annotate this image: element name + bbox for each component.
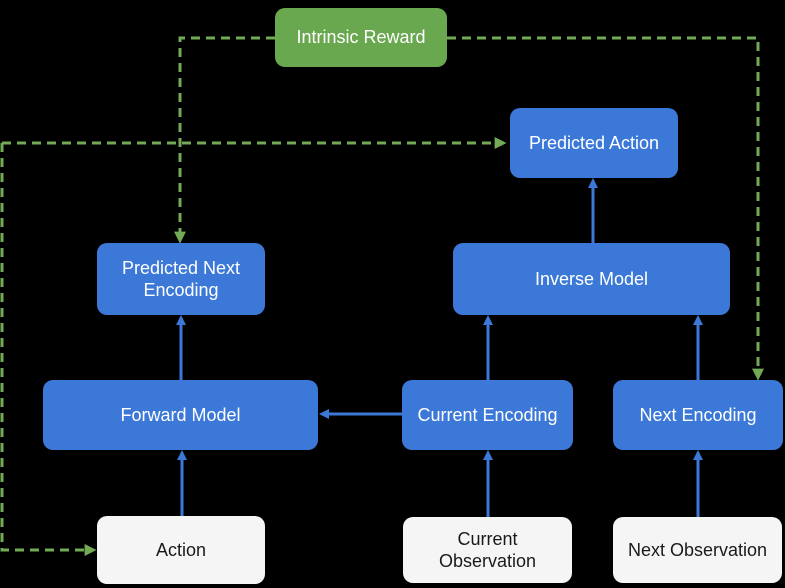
node-predicted-action: Predicted Action <box>510 108 678 178</box>
node-forward-model: Forward Model <box>43 380 318 450</box>
dashed-arrow-to-action <box>0 143 97 556</box>
node-label: Predicted Next Encoding <box>121 257 241 301</box>
node-intrinsic-reward: Intrinsic Reward <box>275 8 447 67</box>
node-current-observation: Current Observation <box>403 517 572 583</box>
node-label: Inverse Model <box>534 268 649 289</box>
dashed-arrow-intrinsic-reward-to-predicted-next-encoding <box>174 36 275 244</box>
node-label: Next Observation <box>627 539 768 560</box>
node-label: Forward Model <box>120 404 241 425</box>
node-label: Current Encoding <box>417 404 558 425</box>
dashed-arrow-intrinsic-reward-to-next-encoding <box>447 36 764 381</box>
node-label: Current Observation <box>438 528 537 572</box>
node-next-encoding: Next Encoding <box>613 380 783 450</box>
node-action: Action <box>97 516 265 584</box>
node-current-encoding: Current Encoding <box>402 380 573 450</box>
node-inverse-model: Inverse Model <box>453 243 730 315</box>
node-predicted-next-encoding: Predicted Next Encoding <box>97 243 265 315</box>
node-label: Intrinsic Reward <box>296 27 426 48</box>
node-label: Action <box>155 539 207 560</box>
node-next-observation: Next Observation <box>613 517 782 583</box>
node-label: Predicted Action <box>528 132 660 153</box>
node-label: Next Encoding <box>639 404 757 425</box>
